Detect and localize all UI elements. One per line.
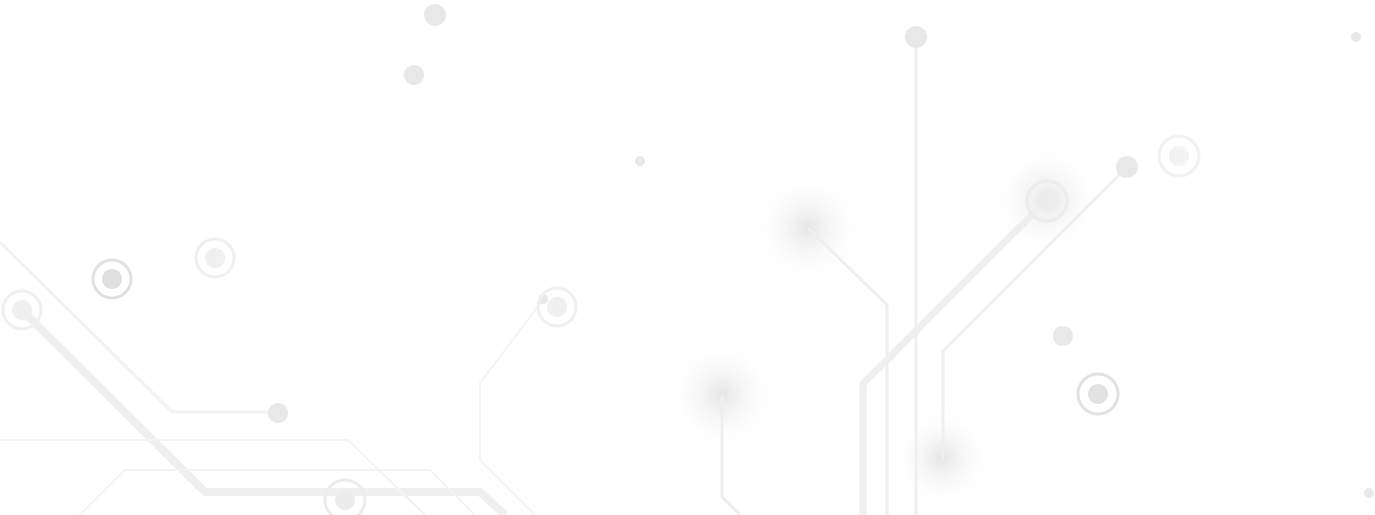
- circuit-trace: [720, 395, 742, 515]
- ring-node-center: [102, 269, 122, 289]
- ring-node: [1157, 134, 1201, 178]
- ring-node: [1076, 372, 1120, 416]
- circuit-node: [635, 156, 645, 166]
- ring-node: [1, 289, 43, 331]
- circuit-trace: [806, 226, 889, 515]
- circuit-trace: [0, 240, 278, 414]
- ring-node: [1025, 179, 1069, 223]
- circuit-node: [1364, 488, 1374, 498]
- circuit-node: [404, 65, 424, 85]
- circuit-trace: [0, 439, 426, 515]
- ring-node-center: [335, 490, 355, 510]
- circuit-trace: [941, 165, 1129, 460]
- ring-node-center: [12, 300, 32, 320]
- ring-node-center: [1169, 146, 1189, 166]
- circuit-trace: [859, 197, 1050, 515]
- ring-node: [194, 237, 236, 279]
- circuit-trace: [479, 299, 544, 515]
- circuit-node: [1053, 326, 1073, 346]
- circuit-trace: [79, 469, 476, 515]
- circuit-node: [1116, 156, 1138, 178]
- ring-node: [323, 478, 367, 515]
- circuit-node: [905, 26, 927, 48]
- circuit-node: [1351, 32, 1361, 42]
- ring-node: [536, 286, 578, 328]
- circuit-node: [424, 4, 446, 26]
- circuit-node: [268, 403, 288, 423]
- ring-node-center: [1037, 191, 1057, 211]
- ring-node: [91, 258, 133, 300]
- ring-node-center: [547, 297, 567, 317]
- ring-node-center: [1088, 384, 1108, 404]
- ring-node-center: [205, 248, 225, 268]
